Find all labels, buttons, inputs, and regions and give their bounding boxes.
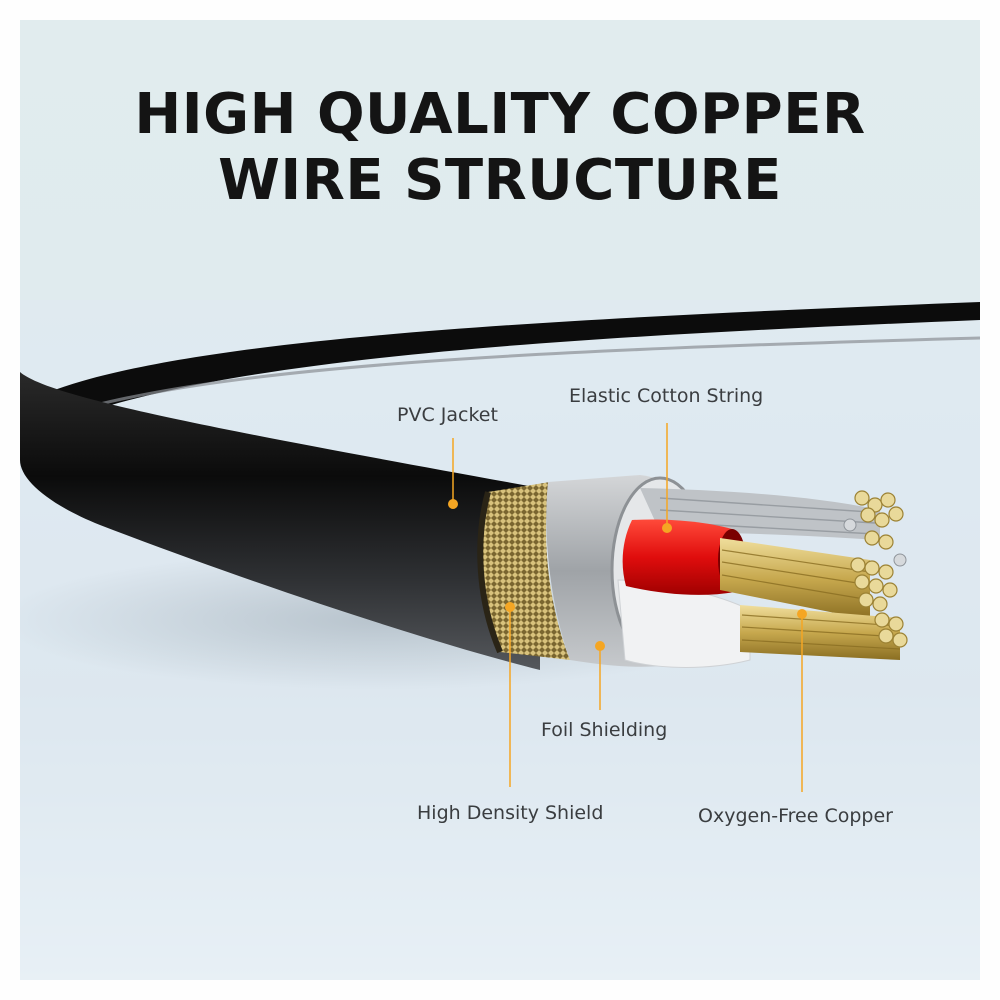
product-image: HIGH QUALITY COPPER WIRE STRUCTURE PVC J… [20,20,980,980]
braided-shield [480,482,570,660]
title-line-2: WIRE STRUCTURE [218,148,782,213]
callout-elastic-cotton-string [662,423,672,533]
cable-back-loop [20,302,980,440]
page-title: HIGH QUALITY COPPER WIRE STRUCTURE [20,82,980,214]
label-high-density-shield: High Density Shield [417,802,604,824]
title-line-1: HIGH QUALITY COPPER [134,82,866,147]
pvc-jacket-body [20,372,540,670]
red-insulation [622,519,735,595]
label-pvc-jacket: PVC Jacket [397,404,498,426]
copper-bundle-lower [740,605,901,660]
callout-foil-shielding [595,641,605,710]
callout-oxygen-free-copper [797,609,807,792]
callout-pvc-jacket [448,438,458,509]
label-foil-shielding: Foil Shielding [541,719,668,741]
copper-bundle-upper [720,538,871,620]
label-elastic-cotton-string: Elastic Cotton String [569,385,764,407]
cable-illustration [20,300,980,980]
label-oxygen-free-copper: Oxygen-Free Copper [698,805,893,827]
callout-high-density-shield [505,602,515,787]
copper-strand-ends [850,490,908,648]
